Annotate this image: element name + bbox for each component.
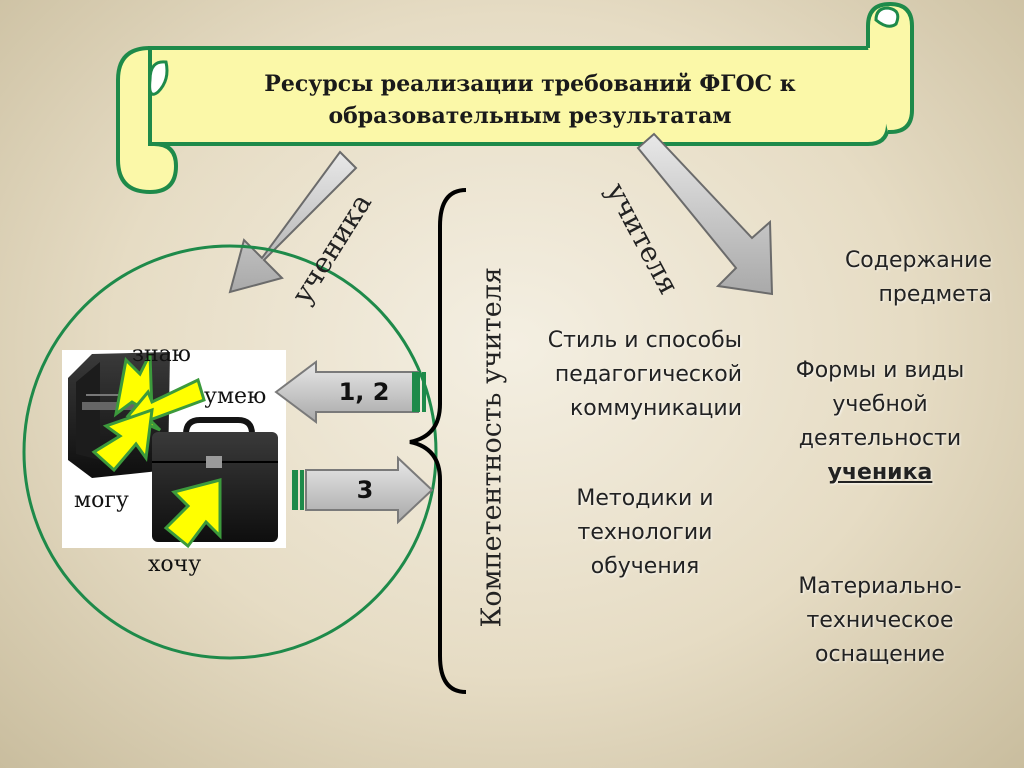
arrow-right-3 [292,455,434,525]
pointer-to-want [163,478,222,549]
student-circle [22,244,438,660]
stage-able: могу [74,488,129,513]
curly-brace [409,188,467,694]
methods-technologies-item: Методики и технологии обучения [576,486,714,579]
pointer-to-able [91,407,154,473]
stage-know: знаю [132,342,191,367]
scroll-right-roll [866,1,914,134]
stage-can: умею [204,384,267,409]
scroll-right-curl [874,6,900,28]
title-scroll [116,1,914,195]
badge-1-2: 1, 2 [338,378,390,406]
material-equipment-item: Материально- техническое оснащение [798,574,962,667]
subject-content-item: Содержание предмета [844,248,992,307]
title-line-2: образовательным результатам [328,103,732,129]
scroll-left-curl [148,60,169,96]
arrow-to-student [228,150,358,294]
communication-style-item: Стиль и способы педагогической коммуника… [547,328,742,421]
activity-forms-item: Формы и виды учебной деятельности ученик… [795,358,965,485]
badge-3: 3 [356,476,374,504]
arrow-left-1-2 [274,360,426,424]
arrow-to-teacher [636,132,774,296]
stage-want: хочу [148,552,202,577]
scroll-left-roll [116,45,179,195]
page-title: Ресурсы реализации требований ФГОС к обр… [170,56,890,144]
title-line-1: Ресурсы реализации требований ФГОС к [264,71,796,97]
